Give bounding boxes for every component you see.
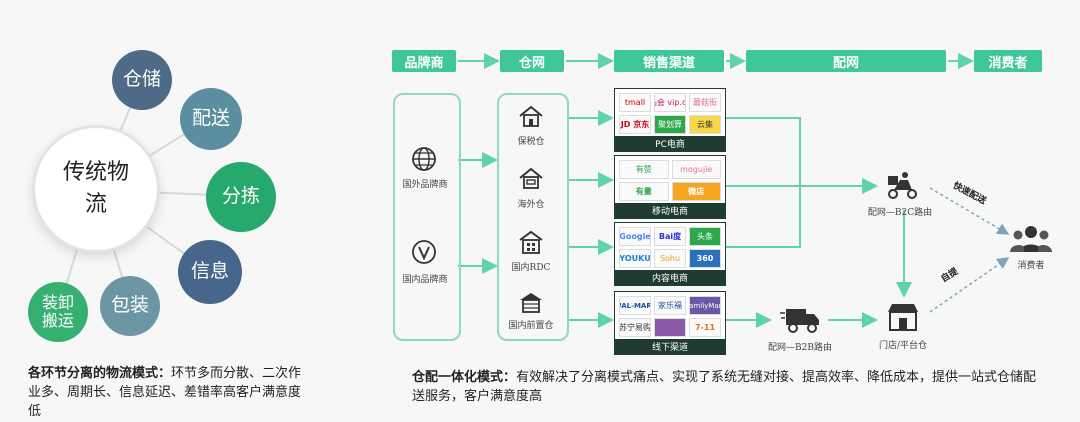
channel-offline: WAL-MART 家乐福 FamilyMart 苏宁易购 7-11 线下渠道 (614, 291, 726, 355)
header-sales-channel: 销售渠道 (614, 50, 724, 72)
traditional-logistics-center: 传统物流 (35, 128, 157, 250)
bubble-label: 包装 (110, 294, 149, 317)
warehouse-rdc-label: 国内RDC (511, 263, 551, 273)
warehouse-bonded-label: 保税仓 (517, 137, 545, 147)
warehouse-forward-label: 国内前置仓 (508, 321, 554, 331)
logo: 聚划算 (654, 115, 686, 134)
logo: JD 京东 (619, 115, 651, 134)
logo: FamilyMart (689, 296, 721, 315)
brand-foreign-label: 国外品牌商 (402, 180, 448, 190)
bubble-label: 仓储 (122, 68, 161, 91)
consumer-group-icon (1010, 226, 1052, 252)
channel-title: PC电商 (615, 136, 725, 151)
bubble-label: 配送 (191, 107, 230, 130)
warehouse-column (497, 93, 569, 341)
logo: mogujie (671, 160, 721, 179)
header-distribution: 配网 (746, 50, 946, 72)
brand-domestic-label: 国内品牌商 (402, 275, 448, 285)
forward-warehouse-icon (520, 293, 542, 313)
left-caption-body: 环节多而分散、二次作业多、周期长、信息延迟、差错率高客户满意度低 (28, 366, 302, 419)
bubble-loading-handling: 装卸搬运 (28, 282, 88, 342)
bubble-label: 装卸搬运 (41, 292, 74, 330)
logo: Sohu (654, 249, 686, 268)
node-consumer-label: 消费者 (1017, 261, 1045, 271)
bubble-delivery: 配送 (180, 88, 242, 150)
left-caption-title: 各环节分离的物流模式： (28, 366, 172, 381)
rdc-warehouse-icon (519, 230, 543, 254)
globe-icon (412, 147, 436, 171)
delivery-scooter-icon (888, 172, 917, 199)
header-brand: 品牌商 (392, 50, 456, 72)
node-store-label: 门店/平台仓 (878, 341, 928, 351)
delivery-truck-icon (780, 309, 819, 333)
brand-column (393, 93, 461, 341)
flow-arrows (458, 53, 1010, 328)
logo: 微店 (671, 182, 721, 201)
left-caption: 各环节分离的物流模式：环节多而分散、二次作业多、周期长、信息延迟、差错率高客户满… (28, 364, 310, 421)
bubble-packaging: 包装 (100, 276, 160, 336)
center-label: 传统物流 (62, 160, 129, 217)
right-caption-body: 有效解决了分离模式痛点、实现了系统无缝对接、提高效率、降低成本，提供一站式仓储配… (412, 370, 1037, 404)
logo: 有量 (619, 182, 669, 201)
channel-pc-ecommerce: tmall 唯品会 vip.com 蘑菇街 JD 京东 聚划算 云集 PC电商 (614, 88, 726, 152)
logo: 360 (689, 249, 721, 268)
logo: 云集 (689, 115, 721, 134)
warehouse-overseas-label: 海外仓 (517, 200, 545, 210)
channel-mobile-ecommerce: 有赞 mogujie 有量 微店 移动电商 (614, 155, 726, 219)
logo: 家乐福 (654, 296, 686, 315)
node-b2b-label: 配网—B2B路由 (768, 343, 832, 353)
logo: 唯品会 vip.com (654, 93, 686, 112)
header-warehouse-network: 仓网 (500, 50, 564, 72)
header-consumer: 消费者 (974, 50, 1042, 72)
bubble-information: 信息 (178, 240, 242, 304)
logo: 7-11 (689, 318, 721, 337)
brand-badge-icon (412, 240, 436, 264)
logo: 苏宁易购 (619, 318, 651, 337)
bubble-label: 分拣 (221, 185, 260, 208)
channel-title: 移动电商 (615, 203, 725, 218)
right-caption-title: 仓配一体化模式： (412, 370, 517, 385)
logo: Bai度 (654, 227, 686, 246)
channel-title: 线下渠道 (615, 339, 725, 354)
logo: Google (619, 227, 651, 246)
right-caption: 仓配一体化模式：有效解决了分离模式痛点、实现了系统无缝对接、提高效率、降低成本，… (412, 368, 1042, 406)
bubble-storage: 仓储 (112, 50, 172, 110)
channel-content-ecommerce: Google Bai度 头条 YOUKU Sohu 360 内容电商 (614, 222, 726, 286)
logo: WAL-MART (619, 296, 651, 315)
logo: tmall (619, 93, 651, 112)
bubble-label: 信息 (190, 260, 229, 283)
store-icon (888, 304, 918, 331)
logo: 蘑菇街 (689, 93, 721, 112)
logo (654, 318, 686, 337)
bubble-sorting: 分拣 (206, 162, 276, 232)
overseas-warehouse-icon (519, 167, 543, 189)
logo: 有赞 (619, 160, 669, 179)
channel-title: 内容电商 (615, 270, 725, 285)
logo: YOUKU (619, 249, 651, 268)
logo: 头条 (689, 227, 721, 246)
bonded-warehouse-icon (519, 105, 543, 127)
node-b2c-label: 配网—B2C路由 (867, 208, 933, 218)
